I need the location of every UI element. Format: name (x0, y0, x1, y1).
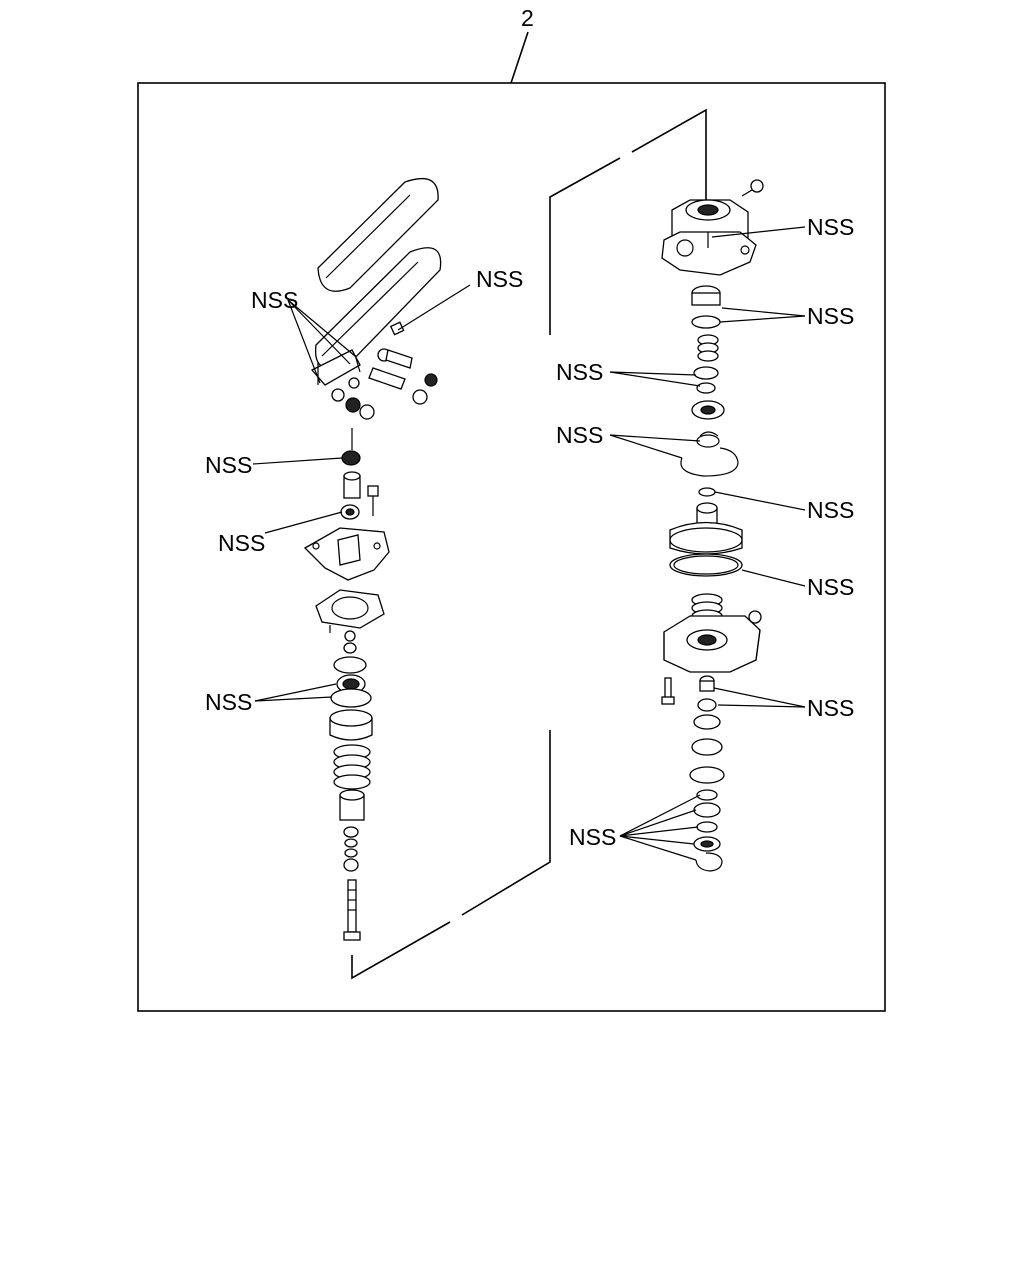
adjusting-bolt (343, 879, 361, 941)
nss-label: NSS (807, 574, 854, 600)
nss-label: NSS (807, 303, 854, 329)
nss-label: NSS (205, 689, 252, 715)
nss-label: NSS (556, 359, 603, 385)
nss-label: NSS (807, 497, 854, 523)
valve-upper-parts (691, 285, 725, 420)
pushrod-sleeve (343, 471, 379, 516)
nss-label: NSS (476, 266, 523, 292)
valve-lower-parts (689, 675, 725, 872)
assembly-bracket-lines (351, 108, 707, 980)
pedal-arm (310, 349, 361, 386)
valve-bolt (661, 677, 675, 705)
snap-ring-set (680, 431, 739, 477)
right-leaders (609, 226, 806, 861)
valve-top-housing (661, 199, 757, 276)
valve-piston (669, 487, 743, 555)
nss-label: NSS (807, 214, 854, 240)
nss-label: NSS (556, 422, 603, 448)
nss-label: NSS (569, 824, 616, 850)
item-number-leader (510, 31, 529, 84)
bushing (340, 504, 360, 520)
valve-gasket (669, 553, 743, 577)
housing-screw (741, 179, 764, 197)
pedal-pad-lower (314, 247, 442, 370)
nss-label: NSS (205, 452, 252, 478)
piston-components (329, 630, 373, 741)
left-leaders (252, 284, 471, 702)
valve-lower-housing (663, 615, 761, 673)
nss-label: NSS (251, 287, 298, 313)
nss-label: NSS (807, 695, 854, 721)
diagram-frame (137, 82, 886, 1012)
pedal-bracket (303, 527, 390, 581)
plunger (339, 789, 365, 872)
item-number: 2 (521, 5, 534, 31)
pedal-pad-upper (317, 177, 439, 292)
mounting-gasket (315, 589, 385, 633)
pedal-fasteners (331, 321, 438, 420)
nss-label: NSS (218, 530, 265, 556)
pushrod-cap (341, 428, 361, 466)
return-spring-left (333, 744, 371, 790)
